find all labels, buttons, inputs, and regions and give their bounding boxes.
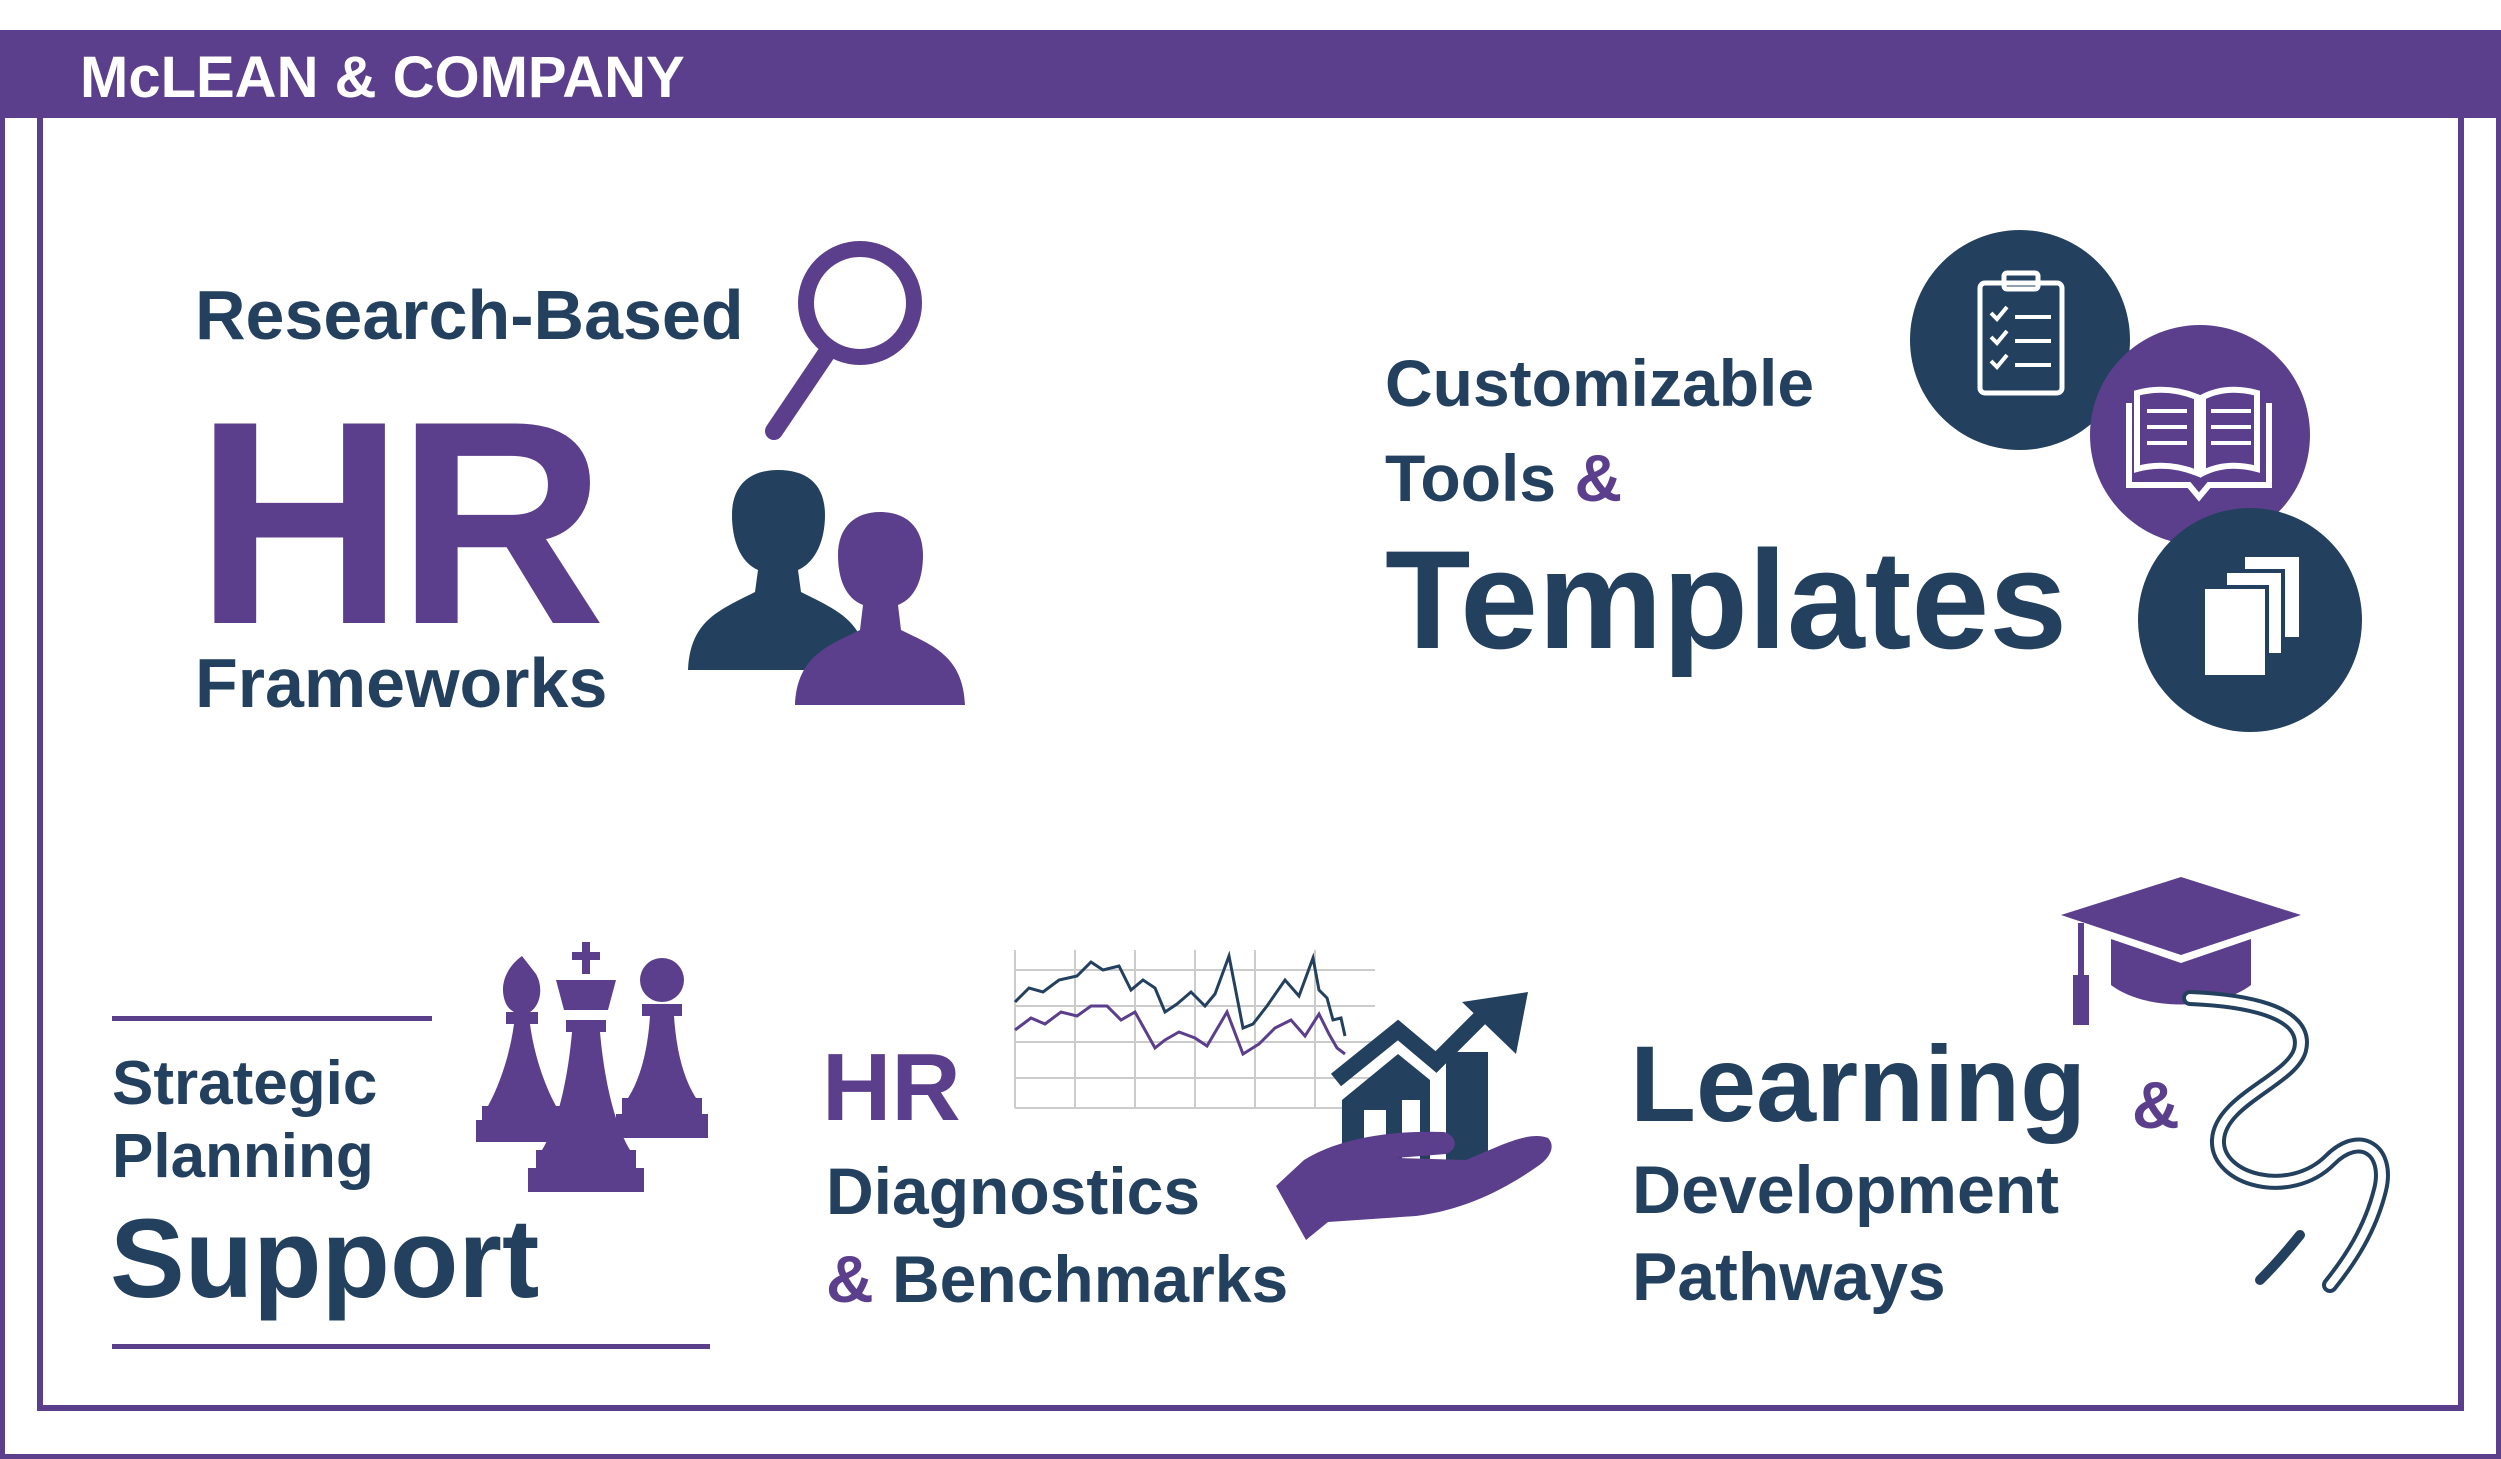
research-line1: Research-Based — [195, 276, 744, 354]
outer-frame — [0, 30, 2501, 1459]
learning-line2: Development — [1632, 1152, 2059, 1228]
chess-pieces-icon — [476, 942, 708, 1192]
line-chart-icon — [1013, 950, 1375, 1109]
header-bar — [0, 30, 2501, 118]
strategic-big: Support — [110, 1196, 540, 1321]
diagnostics-amp: & — [826, 1242, 874, 1316]
research-line3: Frameworks — [195, 644, 608, 722]
strategic-top-rule — [112, 1016, 432, 1021]
research-big: HR — [195, 361, 606, 685]
inner-frame — [37, 108, 2464, 1411]
tools-line2: Tools & — [1385, 445, 1622, 511]
strategic-bottom-rule — [112, 1344, 710, 1349]
graduation-cap-icon — [2061, 877, 2301, 1025]
tool-circles — [1910, 230, 2362, 732]
diagnostics-line2: Diagnostics — [826, 1154, 1201, 1228]
learning-big: Learning — [1630, 1023, 2087, 1144]
magnifier-icon — [765, 241, 922, 440]
hand-growth-icon — [1276, 992, 1552, 1240]
diagnostics-big: HR — [822, 1034, 961, 1141]
strategic-line1: Strategic — [112, 1049, 378, 1118]
strategic-line2: Planning — [112, 1122, 374, 1191]
tools-line1: Customizable — [1385, 346, 1815, 420]
people-icon — [688, 470, 965, 705]
tools-word: Tools — [1385, 441, 1557, 515]
brand-name: McLEAN & COMPANY — [80, 45, 685, 110]
path-icon — [2182, 990, 2390, 1293]
learning-line3: Pathways — [1632, 1239, 1946, 1315]
diagnostics-word: Benchmarks — [892, 1242, 1289, 1316]
diagnostics-line3: & Benchmarks — [826, 1246, 1288, 1312]
tools-amp: & — [1574, 441, 1623, 515]
learning-amp: & — [2132, 1068, 2180, 1142]
tools-big: Templates — [1385, 521, 2068, 678]
